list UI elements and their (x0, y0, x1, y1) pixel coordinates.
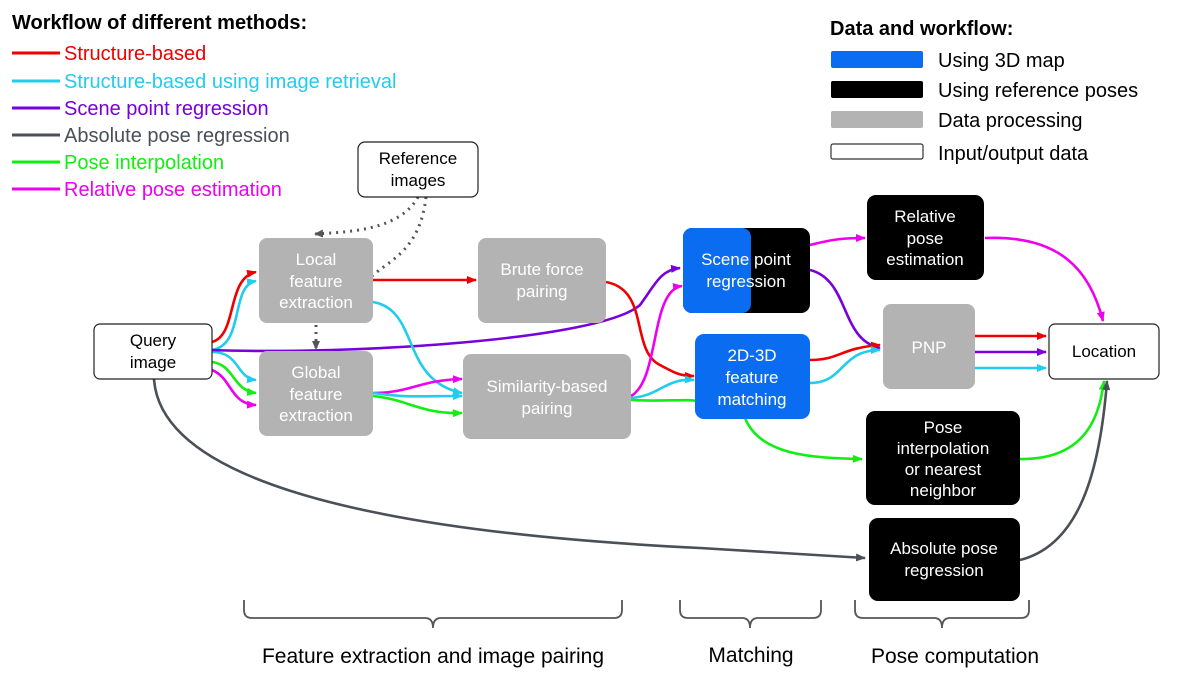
node-local-feature-extraction: Local feature extraction (259, 238, 373, 323)
edge-matching-interp-green (743, 417, 863, 463)
brace-feature (243, 600, 623, 629)
query-image-line2: image (130, 353, 176, 372)
pose-interp-line3: or nearest (905, 460, 982, 479)
node-location: Location (1048, 323, 1160, 380)
legend-swatch-refposes (831, 81, 923, 98)
stage-label-matching: Matching (708, 644, 793, 667)
edge-sim-scene-magenta (630, 283, 683, 398)
location-label: Location (1072, 342, 1136, 361)
legend-item-io: Input/output data (938, 143, 1089, 165)
reference-images-line1: Reference (379, 149, 457, 168)
global-feature-line3: extraction (279, 406, 353, 425)
edge-global-sim-green (372, 394, 463, 418)
reference-images-line2: images (391, 171, 446, 190)
edge-query-scene-purple (211, 264, 681, 353)
edges (152, 196, 1111, 562)
global-feature-line1: Global (291, 363, 340, 382)
legend-item-absolute: Absolute pose regression (64, 125, 290, 147)
stage-label-pose: Pose computation (871, 645, 1039, 668)
edge-scene-relative-magenta (809, 234, 866, 247)
relative-pose-line2: pose (907, 229, 944, 248)
legend-methods: Workflow of different methods: Structure… (12, 12, 396, 201)
brace-matching (679, 600, 822, 629)
legend-item-scene: Scene point regression (64, 98, 269, 120)
edge-ref-to-local (314, 196, 420, 238)
legend-item-3dmap: Using 3D map (938, 50, 1065, 72)
node-2d3d-feature-matching: 2D-3D feature matching (695, 334, 810, 419)
local-feature-line3: extraction (279, 293, 353, 312)
legend-data-title: Data and workflow: (830, 18, 1013, 40)
node-similarity-pairing: Similarity-based pairing (463, 354, 631, 439)
brute-force-line2: pairing (516, 282, 567, 301)
matching-line2: feature (726, 368, 779, 387)
pnp-label: PNP (912, 338, 947, 357)
pose-interp-line1: Pose (924, 418, 963, 437)
edge-scene-pnp-purple (809, 268, 881, 351)
edge-query-abs-gray (152, 378, 866, 562)
legend-item-structure: Structure-based (64, 43, 206, 65)
stage-braces (243, 600, 1030, 629)
matching-line1: 2D-3D (727, 346, 776, 365)
legend-item-refposes: Using reference poses (938, 80, 1138, 102)
node-pose-interpolation: Pose interpolation or nearest neighbor (866, 411, 1020, 505)
edge-query-global-green (211, 360, 257, 396)
edge-global-sim-cyan (372, 391, 463, 401)
legend-item-relative: Relative pose estimation (64, 179, 282, 201)
edge-query-global-magenta (211, 368, 257, 409)
pose-interp-line4: neighbor (910, 481, 977, 500)
brace-pose (854, 600, 1030, 629)
node-global-feature-extraction: Global feature extraction (259, 351, 373, 436)
node-pnp: PNP (883, 304, 975, 389)
scene-point-line1: Scene point (701, 250, 791, 269)
legend-item-retrieval: Structure-based using image retrieval (64, 71, 396, 93)
pose-interp-line2: interpolation (897, 439, 990, 458)
edge-relative-location-magenta (984, 236, 1105, 322)
edge-ref-to-local-b (371, 196, 428, 278)
node-brute-force-pairing: Brute force pairing (478, 238, 606, 323)
query-image-line1: Query (130, 331, 177, 350)
scene-point-line2: regression (706, 272, 785, 291)
edge-brute-matching-red (605, 280, 695, 380)
legend-methods-title: Workflow of different methods: (12, 12, 307, 34)
edge-sim-matching-cyan (630, 375, 695, 400)
node-absolute-pose-regression: Absolute pose regression (869, 518, 1020, 601)
matching-line3: matching (718, 390, 787, 409)
edge-matching-pnp-cyan (809, 346, 881, 385)
edge-query-global-cyan (211, 350, 257, 384)
stage-label-feature: Feature extraction and image pairing (262, 645, 604, 668)
edge-matching-pnp-red (809, 341, 881, 362)
legend-swatch-io (830, 143, 924, 160)
relative-pose-line1: Relative (894, 207, 955, 226)
brute-force-line1: Brute force (500, 260, 583, 279)
similarity-line2: pairing (521, 399, 572, 418)
local-feature-line1: Local (296, 250, 337, 269)
edge-interp-location-green (1019, 380, 1107, 461)
abs-pose-line1: Absolute pose (890, 539, 998, 558)
edge-local-sim-cyan (372, 300, 463, 396)
local-feature-line2: feature (290, 272, 343, 291)
edge-sim-green (630, 398, 701, 404)
global-feature-line2: feature (290, 385, 343, 404)
abs-pose-line2: regression (904, 561, 983, 580)
edge-query-local-red (211, 269, 257, 344)
node-scene-point-regression: Scene point regression (683, 228, 810, 313)
node-query-image: Query image (93, 323, 213, 380)
legend-item-interp: Pose interpolation (64, 152, 224, 174)
legend-data: Data and workflow: Using 3D map Using re… (830, 18, 1138, 165)
node-reference-images: Reference images (357, 141, 479, 198)
relative-pose-line3: estimation (886, 250, 963, 269)
edge-abs-location-gray (1019, 380, 1111, 562)
edge-query-local-cyan (211, 278, 257, 352)
legend-item-processing: Data processing (938, 110, 1083, 132)
edge-global-sim-magenta (372, 375, 463, 395)
node-relative-pose-estimation: Relative pose estimation (867, 195, 984, 280)
legend-swatch-3dmap (831, 51, 923, 68)
legend-swatch-processing (831, 111, 923, 128)
similarity-line1: Similarity-based (487, 377, 608, 396)
